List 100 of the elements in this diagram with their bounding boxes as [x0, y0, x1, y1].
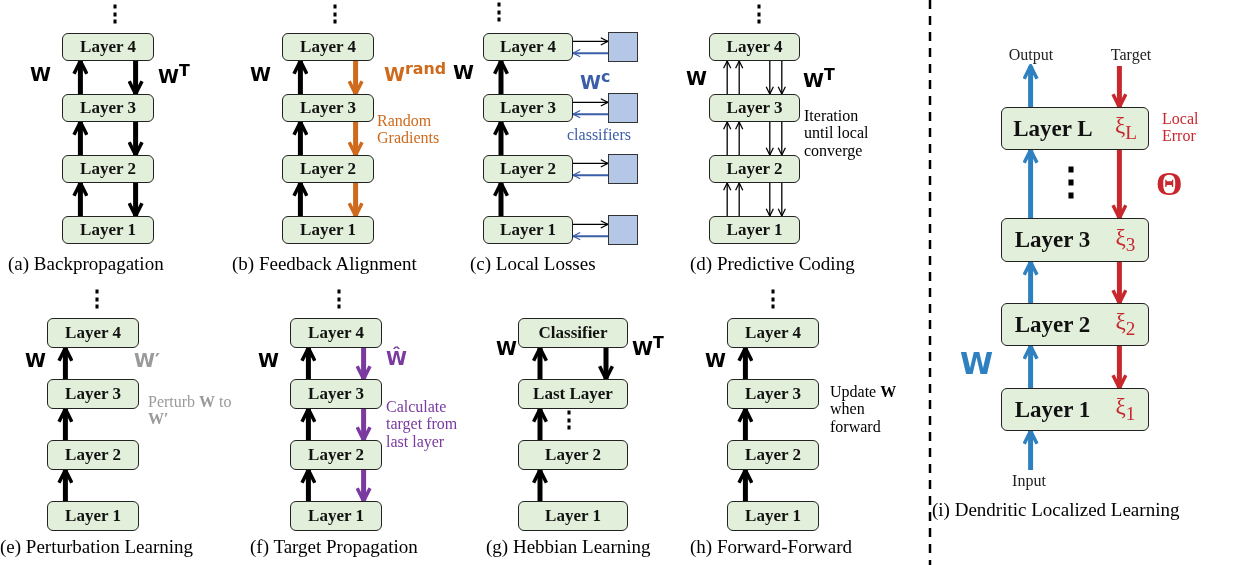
layer-name: Classifier	[538, 323, 608, 343]
annotation: Update W when forward	[830, 383, 898, 435]
weight-symbol: W	[705, 350, 726, 371]
layer-name: Layer 4	[65, 323, 121, 343]
arrow	[1022, 429, 1039, 470]
error-symbol: ξ$_{2}$	[1115, 309, 1136, 340]
layer-name: Layer 4	[745, 323, 801, 343]
arrow	[572, 37, 609, 46]
layer-name: Layer 3	[80, 98, 136, 118]
layer-name: Layer 2	[308, 445, 364, 465]
arrow	[127, 122, 144, 157]
arrow	[734, 182, 744, 217]
arrow	[531, 468, 549, 501]
arrow	[1111, 346, 1128, 390]
layer-box	[290, 501, 382, 531]
layer-box	[282, 94, 374, 122]
layer-name: Layer 4	[80, 37, 136, 57]
panel-caption: (b) Feedback Alignment	[232, 254, 417, 275]
layer-name: Layer 2	[745, 445, 801, 465]
arrow	[765, 60, 775, 95]
layer-box	[1001, 107, 1149, 150]
layer-box	[290, 379, 382, 409]
arrow	[57, 407, 74, 440]
arrow	[72, 59, 89, 94]
arrow	[1022, 344, 1039, 388]
layer-name: Layer 2	[300, 159, 356, 179]
arrow	[572, 159, 609, 168]
arrow	[492, 181, 510, 216]
layer-name: Layer 2	[726, 159, 783, 179]
layer-name: Layer 3	[1014, 227, 1091, 253]
arrow	[737, 407, 754, 440]
layer-name: Layer 1	[300, 220, 356, 240]
arrow	[355, 470, 372, 503]
arrow	[597, 348, 615, 381]
arrow	[72, 181, 89, 216]
panel-caption: (d) Predictive Coding	[690, 254, 855, 275]
ellipsis: ⋮	[104, 2, 126, 26]
layer-box	[518, 440, 628, 470]
classifier-square	[608, 32, 638, 62]
arrow	[492, 120, 510, 155]
classifier-square	[608, 215, 638, 245]
panel-caption: (c) Local Losses	[470, 254, 596, 275]
ellipsis: ⋮	[1052, 162, 1090, 204]
weight-symbol: W	[453, 62, 474, 83]
arrow	[355, 348, 372, 381]
arrow	[1111, 262, 1128, 305]
layer-box	[483, 33, 573, 61]
arrow	[722, 60, 732, 95]
weight-symbol: W$^{T}$	[158, 62, 190, 87]
arrow	[492, 59, 510, 94]
layer-box	[282, 216, 374, 244]
layer-name: Layer 2	[1014, 311, 1091, 338]
layer-box	[47, 379, 139, 409]
layer-name: Layer 1	[65, 506, 121, 526]
layer-name: Layer 1	[308, 506, 364, 526]
annotation: Iteration until local converge	[804, 107, 870, 159]
arrow	[292, 59, 309, 94]
ellipsis: ⋮	[488, 0, 510, 24]
arrow	[572, 231, 609, 241]
layer-box	[62, 33, 154, 61]
layer-name: Layer 1	[1014, 396, 1091, 423]
layer-box	[518, 379, 628, 409]
arrow	[572, 170, 609, 180]
panel-caption: (i) Dendritic Localized Learning	[932, 500, 1180, 521]
layer-name: Layer 3	[65, 384, 121, 404]
arrow	[531, 346, 549, 379]
arrow	[572, 48, 609, 58]
error-symbol: ξ$_{L}$	[1114, 113, 1137, 144]
arrow	[572, 220, 609, 229]
layer-box	[1001, 218, 1149, 262]
arrow	[722, 182, 732, 217]
io-label: Input	[1003, 470, 1055, 492]
layer-box	[62, 216, 154, 244]
arrow	[765, 182, 775, 217]
arrow	[572, 98, 609, 107]
weight-symbol: W$^{T}$	[632, 334, 664, 359]
arrow	[765, 121, 775, 156]
layer-box	[727, 379, 819, 409]
layer-name: Layer 2	[500, 159, 556, 179]
arrow	[1022, 260, 1039, 303]
layer-name: Layer 3	[500, 98, 556, 118]
arrow	[300, 346, 317, 379]
arrow	[734, 121, 744, 156]
arrow	[722, 121, 732, 156]
weight-symbol: W	[960, 348, 994, 381]
layer-name: Layer 3	[745, 384, 801, 404]
annotation: Local Error	[1162, 110, 1200, 145]
layer-box	[62, 94, 154, 122]
io-label: Target	[1102, 44, 1160, 66]
panel-caption: (g) Hebbian Learning	[486, 537, 651, 558]
arrow	[737, 346, 754, 379]
layer-name: Layer 2	[545, 445, 601, 465]
arrow	[292, 181, 309, 216]
arrow	[300, 468, 317, 501]
weight-symbol: W	[686, 68, 707, 89]
arrow	[347, 122, 364, 157]
layer-box	[47, 501, 139, 531]
annotation: classifiers	[567, 126, 631, 144]
io-label: Output	[1000, 44, 1062, 66]
layer-name: Layer 4	[726, 37, 783, 57]
